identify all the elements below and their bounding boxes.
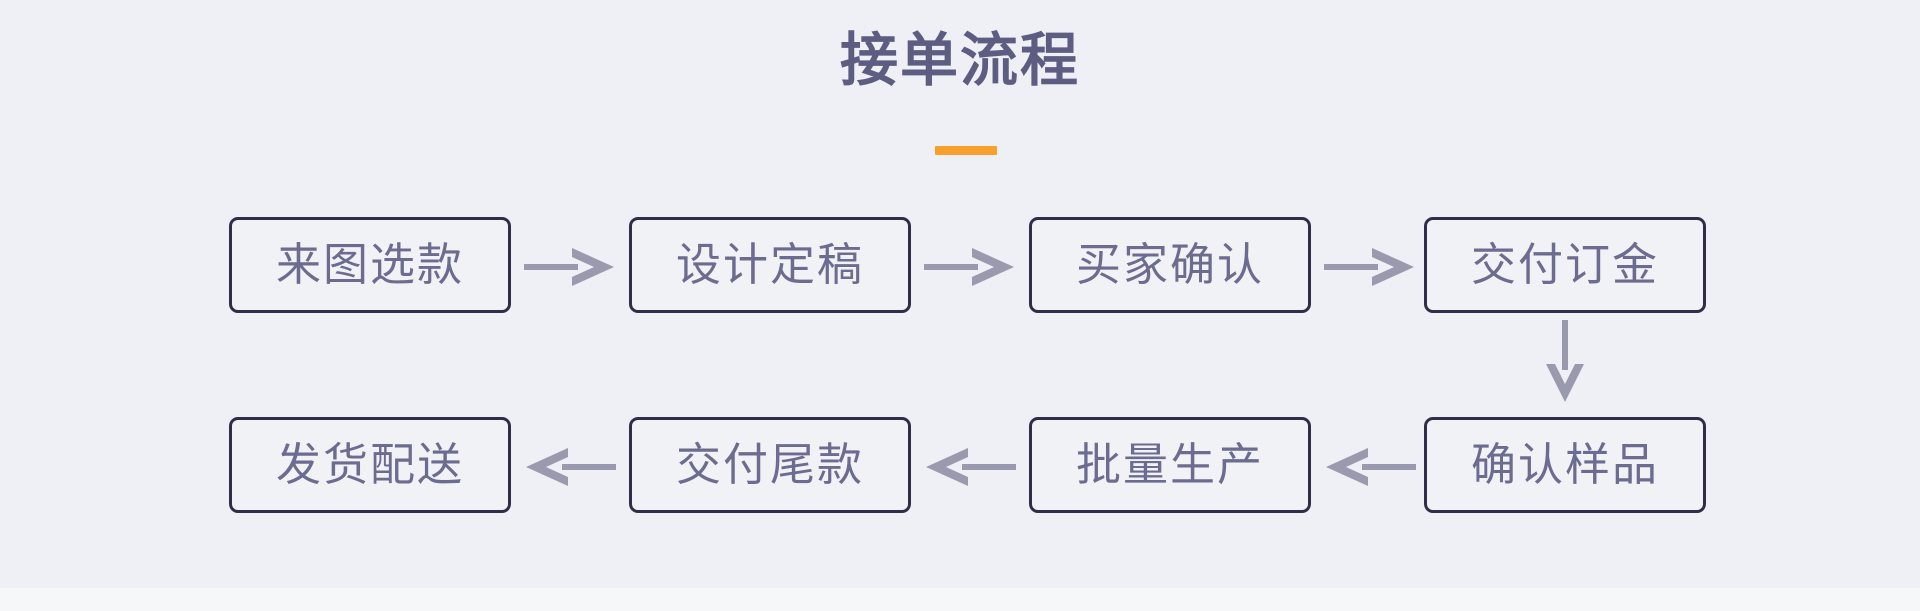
- flow-node-n2[interactable]: 设计定稿: [629, 217, 911, 313]
- flow-node-n8[interactable]: 发货配送: [229, 417, 511, 513]
- arrow-right-icon: [922, 244, 1018, 290]
- flow-node-n6[interactable]: 批量生产: [1029, 417, 1311, 513]
- flow-node-n1[interactable]: 来图选款: [229, 217, 511, 313]
- arrow-down-icon: [1542, 318, 1588, 404]
- flow-node-n5[interactable]: 确认样品: [1424, 417, 1706, 513]
- title-accent-underline: [935, 146, 997, 155]
- arrow-right-icon: [1322, 244, 1418, 290]
- footer-strip: [0, 588, 1920, 611]
- flow-node-n7[interactable]: 交付尾款: [629, 417, 911, 513]
- arrow-left-icon: [522, 444, 618, 490]
- arrow-left-icon: [922, 444, 1018, 490]
- title-container: 接单流程: [0, 28, 1920, 95]
- flow-node-n4[interactable]: 交付订金: [1424, 217, 1706, 313]
- arrow-right-icon: [522, 244, 618, 290]
- arrow-left-icon: [1322, 444, 1418, 490]
- flow-node-n3[interactable]: 买家确认: [1029, 217, 1311, 313]
- page-title: 接单流程: [839, 28, 1080, 93]
